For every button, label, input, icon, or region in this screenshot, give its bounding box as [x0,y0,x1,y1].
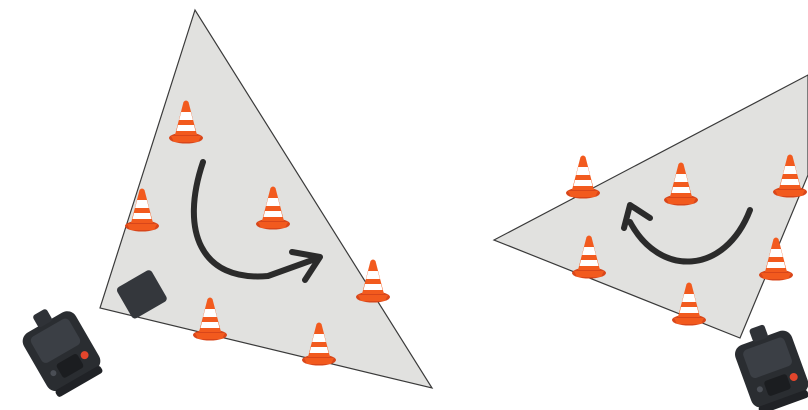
left-camera-icon [13,270,167,400]
left-floor-area [99,8,434,389]
right-scene [492,74,808,410]
traffic-cone-icon [566,155,600,199]
right-rotation-arrow-icon [621,202,753,265]
left-scene [13,8,434,400]
left-rotation-arrow-icon [190,159,323,283]
right-floor-area [492,74,808,339]
